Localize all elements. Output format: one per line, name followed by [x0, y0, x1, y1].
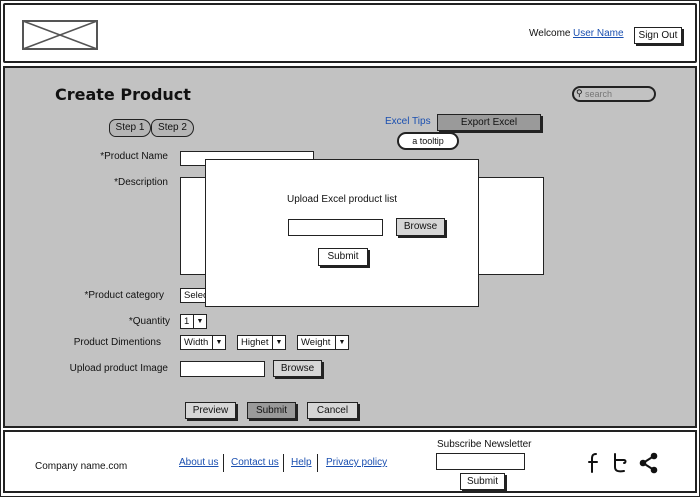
newsletter-email-field[interactable] — [436, 453, 525, 470]
search-input[interactable]: ⚲ search — [572, 86, 656, 102]
weight-select[interactable]: Weight ▼ — [297, 335, 349, 350]
product-category-value: Select — [184, 290, 211, 301]
welcome-text: Welcome — [529, 28, 571, 39]
step-2[interactable]: Step 2 — [151, 119, 194, 137]
company-name: Company name.com — [35, 461, 128, 472]
tooltip: a tooltip — [397, 132, 459, 150]
dialog-title: Upload Excel product list — [286, 194, 398, 205]
footer: Company name.com About us Contact us Hel… — [3, 430, 697, 493]
quantity-label: *Quantity — [128, 316, 170, 327]
weight-value: Weight — [301, 337, 331, 348]
export-excel-button[interactable]: Export Excel — [437, 114, 541, 131]
sign-out-button[interactable]: Sign Out — [634, 27, 682, 44]
dimensions-label: Product Dimentions — [73, 337, 161, 348]
upload-image-browse-button[interactable]: Browse — [273, 360, 322, 377]
submit-button[interactable]: Submit — [247, 402, 296, 419]
height-select[interactable]: Highet ▼ — [237, 335, 286, 350]
description-label: *Description — [114, 177, 168, 188]
divider — [283, 454, 284, 472]
divider — [317, 454, 318, 472]
search-icon: ⚲ — [576, 88, 583, 98]
quantity-select[interactable]: 1 ▼ — [180, 314, 207, 329]
twitter-icon[interactable] — [610, 452, 630, 474]
cancel-button[interactable]: Cancel — [307, 402, 358, 419]
height-value: Highet — [241, 337, 269, 348]
footer-link-contact[interactable]: Contact us — [231, 457, 279, 468]
product-category-label: *Product category — [84, 290, 165, 301]
footer-link-about[interactable]: About us — [179, 457, 219, 468]
excel-file-field[interactable] — [288, 219, 383, 236]
preview-button[interactable]: Preview — [185, 402, 236, 419]
subscribe-label: Subscribe Newsletter — [437, 439, 532, 450]
upload-image-label: Upload product Image — [69, 363, 168, 374]
chevron-down-icon: ▼ — [272, 336, 285, 349]
step-1[interactable]: Step 1 — [109, 119, 151, 137]
chevron-down-icon: ▼ — [335, 336, 348, 349]
chevron-down-icon: ▼ — [212, 336, 225, 349]
quantity-value: 1 — [184, 316, 190, 327]
footer-link-help[interactable]: Help — [291, 457, 312, 468]
product-name-label: *Product Name — [100, 151, 168, 162]
search-placeholder: search — [585, 89, 613, 99]
header: Welcome User Name Sign Out — [3, 3, 697, 63]
divider — [223, 454, 224, 472]
facebook-icon[interactable] — [585, 452, 603, 474]
excel-browse-button[interactable]: Browse — [396, 218, 445, 236]
excel-tips-link[interactable]: Excel Tips — [385, 116, 431, 127]
newsletter-submit-button[interactable]: Submit — [460, 473, 505, 490]
page-title: Create Product — [55, 85, 191, 104]
width-value: Width — [184, 337, 209, 348]
footer-link-privacy[interactable]: Privacy policy — [326, 457, 388, 468]
upload-excel-dialog: Upload Excel product list Browse Submit — [205, 159, 479, 307]
share-icon[interactable] — [638, 452, 660, 474]
dialog-submit-button[interactable]: Submit — [318, 248, 368, 266]
user-name-link[interactable]: User Name — [573, 28, 624, 39]
logo-placeholder-icon — [22, 20, 98, 50]
chevron-down-icon: ▼ — [193, 315, 206, 328]
width-select[interactable]: Width ▼ — [180, 335, 226, 350]
upload-image-field[interactable] — [180, 361, 265, 377]
